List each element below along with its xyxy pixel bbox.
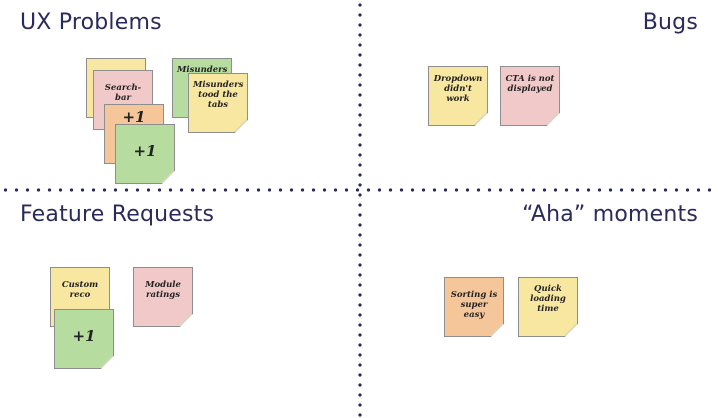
sticky-note-text: Custom reco [61, 280, 99, 300]
note-fold [546, 112, 559, 125]
note-fold [564, 323, 577, 336]
sticky-note-text: Module ratings [145, 280, 181, 300]
sticky-note-text: Misunders tood the tabs [193, 80, 244, 110]
note-fold [100, 355, 113, 368]
ux-problems-title: UX Problems [20, 10, 162, 35]
note-fold [474, 112, 487, 125]
aha-moments-title: “Aha” moments [522, 202, 698, 227]
sticky-note-text: Quick loading time [530, 284, 566, 314]
note-fold [161, 170, 174, 183]
sticky-note[interactable]: +1 [115, 124, 175, 184]
horizontal-dotted-divider [0, 188, 718, 192]
vertical-dotted-divider [358, 0, 362, 418]
sticky-note-text: +1 [133, 142, 157, 160]
bugs-title: Bugs [642, 10, 698, 35]
sticky-note[interactable]: Quick loading time [518, 277, 578, 337]
note-fold [179, 313, 192, 326]
sticky-note-text: Sorting is super easy [450, 290, 498, 320]
sticky-note-text: Dropdown didn't work [433, 74, 483, 104]
note-fold [490, 323, 503, 336]
sticky-note-text: CTA is not displayed [505, 74, 555, 94]
note-fold [234, 119, 247, 132]
sticky-note-text: Search-bar [104, 83, 142, 103]
sticky-note[interactable]: CTA is not displayed [500, 66, 560, 126]
sticky-note-text: Misunders [177, 65, 228, 75]
sticky-note[interactable]: Misunders tood the tabs [188, 73, 248, 133]
feature-requests-title: Feature Requests [20, 202, 215, 227]
sticky-note-text: +1 [72, 327, 96, 345]
sticky-note[interactable]: +1 [54, 309, 114, 369]
sticky-note-text: +1 [122, 108, 146, 126]
sticky-note[interactable]: Module ratings [133, 267, 193, 327]
sticky-note[interactable]: Sorting is super easy [444, 277, 504, 337]
sticky-note[interactable]: Dropdown didn't work [428, 66, 488, 126]
